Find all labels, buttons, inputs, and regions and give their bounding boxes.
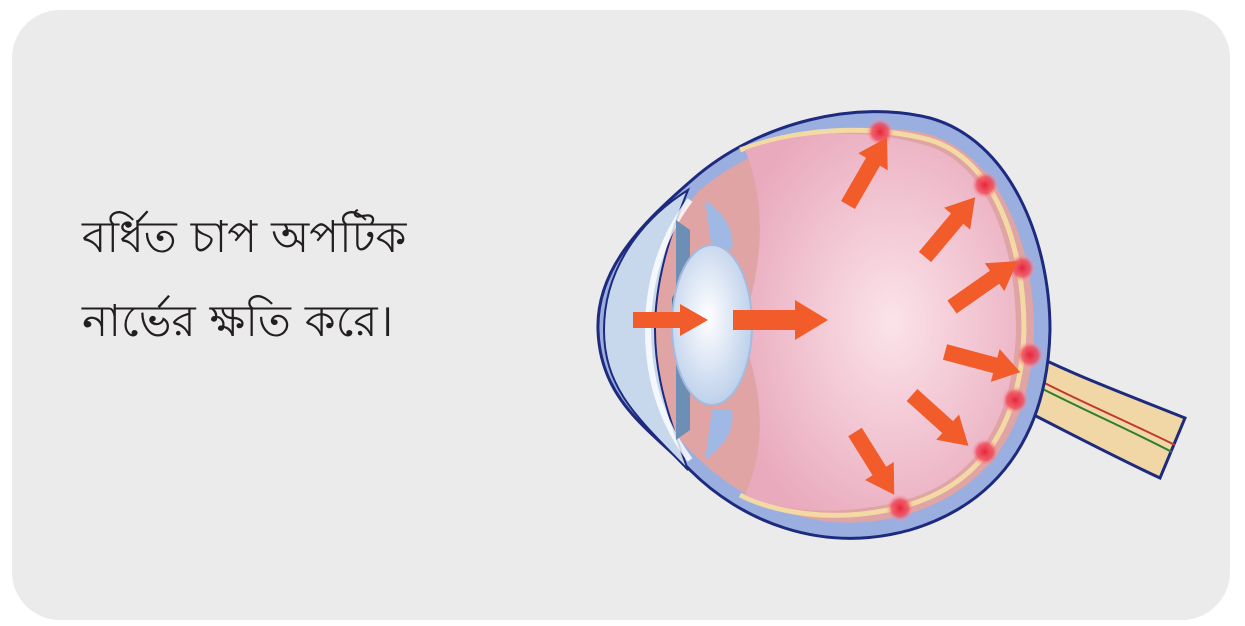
damage-spot	[1001, 386, 1029, 414]
damage-spot	[886, 494, 914, 522]
damage-spot	[971, 171, 999, 199]
damage-spot	[971, 438, 999, 466]
damage-spot	[1016, 341, 1044, 369]
